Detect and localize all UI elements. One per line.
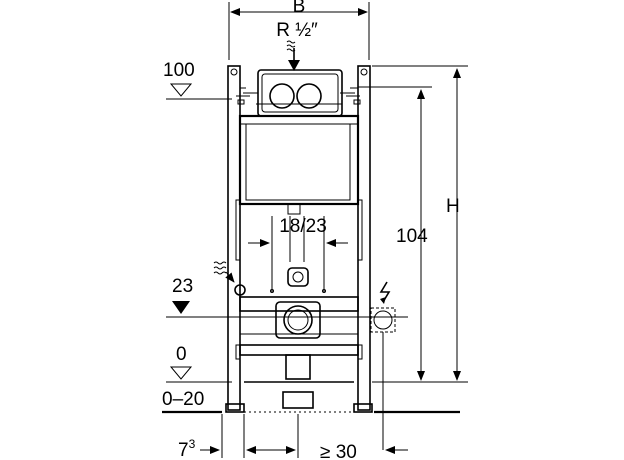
bolt-spacing-label: 18/23	[279, 216, 327, 237]
width-label: B	[293, 0, 306, 17]
wall-offset-sup: 3	[189, 437, 196, 451]
wall-offset-base: 7	[178, 440, 189, 460]
wall-offset-dimension: 73	[178, 414, 245, 460]
height-dimension: H	[446, 68, 461, 381]
min-distance-dimension: ≥ 30	[246, 414, 408, 460]
dual-flush-plate	[256, 69, 343, 117]
width-dimension: B	[228, 0, 370, 60]
frame-right-upright	[340, 65, 371, 411]
bolt-spacing-dimension: 18/23	[248, 216, 348, 292]
reference-lines	[358, 65, 468, 383]
concealed-cistern	[238, 114, 360, 215]
drain-height-label: 23	[172, 276, 193, 297]
water-waves-icon	[213, 261, 246, 296]
height-104-label: 104	[396, 226, 428, 247]
pipe-thread-label: R ½″	[276, 20, 318, 41]
height-104-dimension: 104	[396, 89, 428, 381]
drain-height-marker: 23	[166, 276, 408, 318]
floor	[162, 381, 460, 414]
floor-level-label: 0	[176, 344, 187, 365]
flush-bend	[270, 267, 326, 293]
floor-level-marker: 0 0–20	[162, 344, 232, 410]
water-supply-inlet: R ½″	[276, 20, 318, 71]
floor-range-label: 0–20	[162, 389, 204, 410]
wall-offset-label: 73	[178, 437, 196, 460]
frame-left-upright	[227, 65, 258, 411]
drain-outlet	[275, 301, 321, 339]
lightning-bolt-icon	[379, 281, 391, 304]
min-distance-label: ≥ 30	[320, 442, 357, 460]
level-100-label: 100	[163, 60, 195, 81]
level-100-marker: 100	[163, 60, 232, 100]
height-label: H	[446, 196, 460, 217]
electric-connection	[370, 281, 396, 450]
drain-pipe	[282, 354, 314, 409]
